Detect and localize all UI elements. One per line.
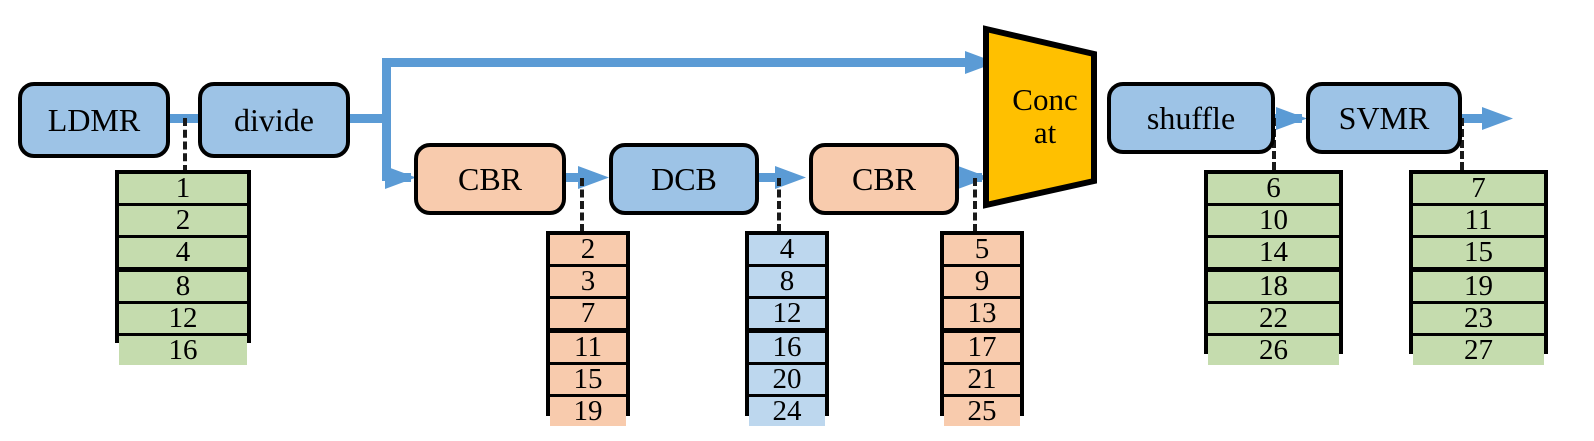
block-dcb[interactable]: DCB <box>609 143 759 215</box>
table-cell: 13 <box>944 299 1020 333</box>
arrowhead-skip-to-concat <box>965 48 997 77</box>
table-cell: 5 <box>944 235 1020 267</box>
arrowhead-to-cbr1 <box>385 163 417 192</box>
table-ldmr: 1 2 4 8 12 16 <box>115 170 251 365</box>
table-cell: 2 <box>550 235 626 267</box>
tapline-ldmr <box>183 118 187 173</box>
block-cbr-2-label: CBR <box>851 160 917 197</box>
table-cell: 18 <box>1208 272 1339 304</box>
block-divide[interactable]: divide <box>198 82 350 158</box>
block-svmr[interactable]: SVMR <box>1306 82 1462 154</box>
table-cell: 4 <box>119 238 247 272</box>
arrowhead-cbr2-concat <box>958 163 990 192</box>
block-ldmr-label: LDMR <box>47 101 141 138</box>
block-cbr-1-label: CBR <box>457 160 523 197</box>
table-cell: 6 <box>1208 174 1339 206</box>
table-cell: 17 <box>944 333 1020 365</box>
block-dcb-label: DCB <box>651 160 717 197</box>
table-cell: 16 <box>749 333 825 365</box>
block-svmr-label: SVMR <box>1338 99 1430 136</box>
table-cell: 3 <box>550 267 626 299</box>
table-cell: 4 <box>749 235 825 267</box>
tapline-cbr2 <box>973 178 977 232</box>
table-shuffle: 6 10 14 18 22 26 <box>1204 170 1343 365</box>
table-cell: 19 <box>1413 272 1544 304</box>
connector-skip-top <box>386 58 973 67</box>
connector-divide-trunk <box>348 114 390 123</box>
table-cell: 7 <box>550 299 626 333</box>
table-svmr: 7 11 15 19 23 27 <box>1409 170 1548 365</box>
block-shuffle-label: shuffle <box>1146 99 1236 136</box>
connector-dcb-cbr2 <box>757 173 789 182</box>
arrowhead-svmr-output <box>1482 104 1514 133</box>
table-cell: 21 <box>944 365 1020 397</box>
table-cell: 27 <box>1413 336 1544 365</box>
table-cbr-1: 2 3 7 11 15 19 <box>546 231 630 426</box>
table-cell: 25 <box>944 397 1020 426</box>
table-cell: 23 <box>1413 304 1544 336</box>
table-dcb: 4 8 12 16 20 24 <box>745 231 829 426</box>
table-cell: 1 <box>119 174 247 206</box>
table-cell: 14 <box>1208 238 1339 272</box>
connector-svmr-output <box>1461 114 1491 123</box>
table-cell: 26 <box>1208 336 1339 365</box>
table-cell: 11 <box>1413 206 1544 238</box>
table-cell: 12 <box>119 304 247 336</box>
table-cell: 7 <box>1413 174 1544 206</box>
table-cell: 22 <box>1208 304 1339 336</box>
arrowhead-shuffle-svmr <box>1276 104 1308 133</box>
table-cell: 8 <box>749 267 825 299</box>
block-concat[interactable]: Conc at <box>981 24 1109 210</box>
table-cell: 24 <box>749 397 825 426</box>
connector-trunk-vertical <box>382 58 391 181</box>
table-cell: 11 <box>550 333 626 365</box>
table-cell: 16 <box>119 336 247 365</box>
table-cell: 2 <box>119 206 247 238</box>
table-cell: 10 <box>1208 206 1339 238</box>
table-cbr-2: 5 9 13 17 21 25 <box>940 231 1024 426</box>
table-cell: 12 <box>749 299 825 333</box>
table-cell: 15 <box>550 365 626 397</box>
arrowhead-cbr1-dcb <box>578 163 610 192</box>
arrowhead-dcb-cbr2 <box>775 163 807 192</box>
block-ldmr[interactable]: LDMR <box>18 82 170 158</box>
tapline-svmr <box>1460 118 1464 170</box>
block-divide-label: divide <box>234 101 314 138</box>
tapline-shuffle <box>1272 118 1276 170</box>
table-cell: 8 <box>119 272 247 304</box>
block-cbr-1[interactable]: CBR <box>414 143 566 215</box>
block-cbr-2[interactable]: CBR <box>809 143 959 215</box>
table-cell: 9 <box>944 267 1020 299</box>
table-cell: 15 <box>1413 238 1544 272</box>
tapline-cbr1 <box>580 178 584 232</box>
block-shuffle[interactable]: shuffle <box>1107 82 1275 154</box>
table-cell: 20 <box>749 365 825 397</box>
table-cell: 19 <box>550 397 626 426</box>
tapline-dcb <box>777 178 781 232</box>
